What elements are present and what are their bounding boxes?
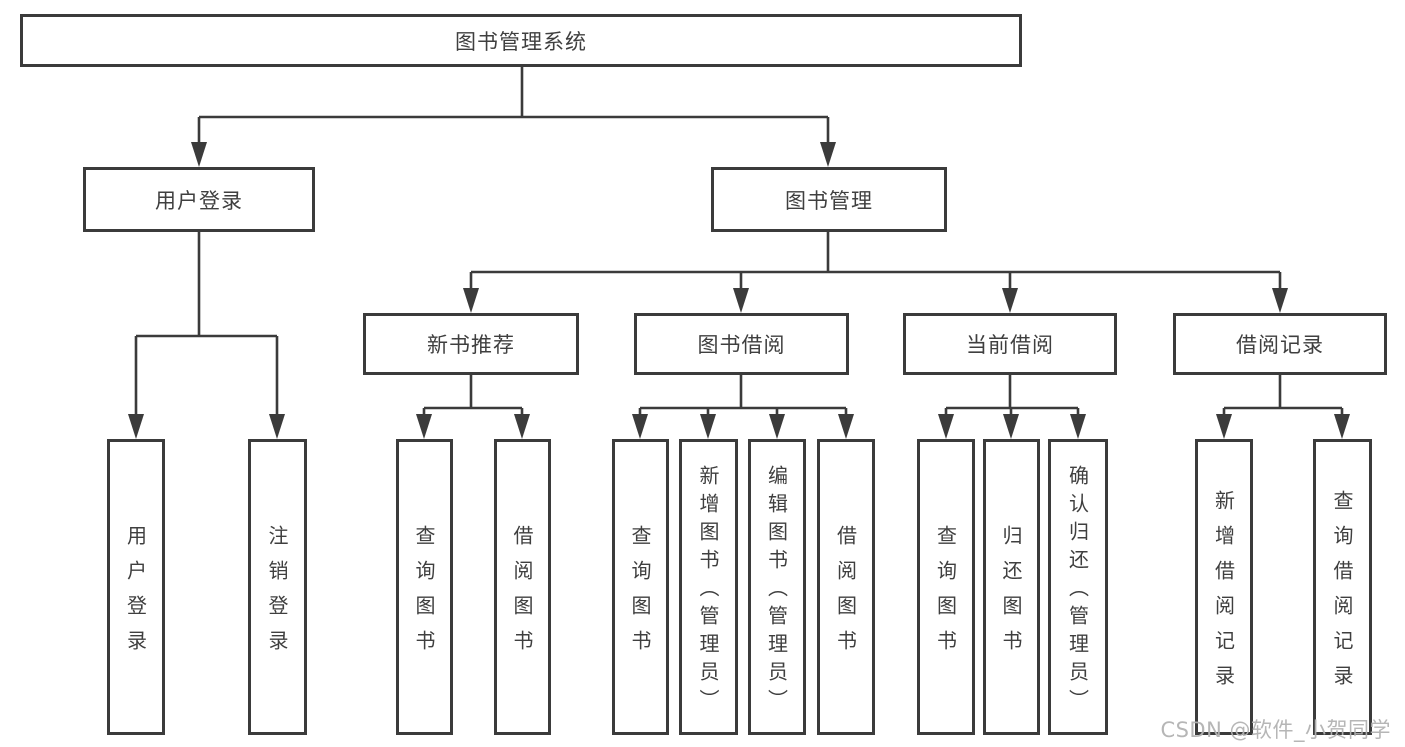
- node-user-login-label: 用户登录: [155, 188, 243, 213]
- arrowhead-cb-return: [1003, 414, 1019, 439]
- leaf-add-borrow-record: 新增借阅记录: [1195, 439, 1253, 735]
- leaf-edit-book-admin-label: 编辑图书（管理员）: [764, 465, 789, 717]
- arrowhead-cb-query: [938, 414, 954, 439]
- leaf-borrow-book-2: 借阅图书: [817, 439, 875, 735]
- arrowhead-cb-confirm: [1070, 414, 1086, 439]
- csdn-watermark: CSDN @软件_小贺同学: [1160, 718, 1391, 742]
- arrowhead-br-query: [1334, 414, 1350, 439]
- leaf-query-book-3: 查询图书: [917, 439, 975, 735]
- node-root: 图书管理系统: [20, 14, 1022, 67]
- leaf-return-book: 归还图书: [983, 439, 1040, 735]
- leaf-edit-book-admin: 编辑图书（管理员）: [748, 439, 806, 735]
- arrowhead-bb-query: [632, 414, 648, 439]
- leaf-query-book-1: 查询图书: [396, 439, 453, 735]
- arrowhead-borrowrecord: [1272, 288, 1288, 313]
- leaf-logout-label: 注销登录: [265, 524, 289, 665]
- arrowhead-book-mgmt: [820, 142, 836, 167]
- leaf-query-book-2: 查询图书: [612, 439, 669, 735]
- leaf-borrow-book-1-label: 借阅图书: [510, 524, 534, 665]
- arrowhead-leaf-logout: [269, 414, 285, 439]
- arrowhead-bb-edit: [769, 414, 785, 439]
- arrowhead-currentborrow: [1002, 288, 1018, 313]
- leaf-query-book-1-label: 查询图书: [412, 524, 436, 665]
- leaf-query-borrow-record: 查询借阅记录: [1313, 439, 1372, 735]
- leaf-logout: 注销登录: [248, 439, 307, 735]
- node-borrowing-record: 借阅记录: [1173, 313, 1387, 375]
- arrowhead-bb-borrow: [838, 414, 854, 439]
- leaf-add-borrow-record-label: 新增借阅记录: [1211, 489, 1236, 700]
- leaf-borrow-book-1: 借阅图书: [494, 439, 551, 735]
- arrowhead-user-login: [191, 142, 207, 167]
- node-current-borrowing-label: 当前借阅: [966, 333, 1054, 357]
- leaf-return-book-label: 归还图书: [999, 524, 1023, 665]
- leaf-user-login: 用户登录: [107, 439, 165, 735]
- arrowhead-bookborrow: [733, 288, 749, 313]
- leaf-confirm-return-admin-label: 确认归还（管理员）: [1065, 465, 1090, 717]
- node-book-borrowing: 图书借阅: [634, 313, 849, 375]
- arrowhead-nb-query: [416, 414, 432, 439]
- arrowhead-nb-borrow: [514, 414, 530, 439]
- arrowhead-br-add: [1216, 414, 1232, 439]
- arrowhead-newbook: [463, 288, 479, 313]
- leaf-query-book-2-label: 查询图书: [628, 524, 652, 665]
- leaf-add-book-admin-label: 新增图书（管理员）: [696, 465, 720, 717]
- node-book-management: 图书管理: [711, 167, 947, 232]
- node-user-login: 用户登录: [83, 167, 315, 232]
- node-book-borrowing-label: 图书借阅: [697, 333, 786, 357]
- leaf-query-borrow-record-label: 查询借阅记录: [1330, 489, 1354, 700]
- node-book-management-label: 图书管理: [785, 188, 873, 213]
- node-borrowing-record-label: 借阅记录: [1236, 333, 1324, 357]
- node-root-label: 图书管理系统: [455, 29, 587, 54]
- node-new-book-recommend: 新书推荐: [363, 313, 579, 375]
- leaf-add-book-admin: 新增图书（管理员）: [679, 439, 738, 735]
- leaf-confirm-return-admin: 确认归还（管理员）: [1048, 439, 1108, 735]
- node-new-book-recommend-label: 新书推荐: [427, 333, 515, 357]
- leaf-user-login-label: 用户登录: [123, 524, 148, 665]
- leaf-borrow-book-2-label: 借阅图书: [833, 524, 858, 665]
- leaf-query-book-3-label: 查询图书: [933, 524, 958, 665]
- arrowhead-leaf-login: [128, 414, 144, 439]
- node-current-borrowing: 当前借阅: [903, 313, 1117, 375]
- arrowhead-bb-add: [700, 414, 716, 439]
